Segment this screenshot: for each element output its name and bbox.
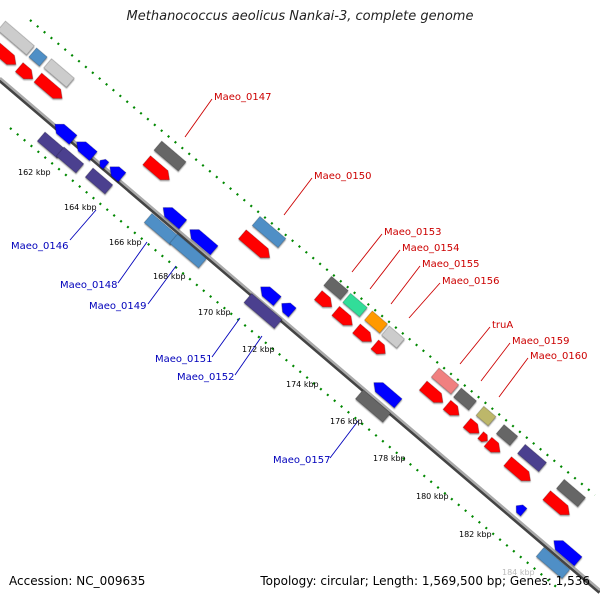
gene-label[interactable]: truA	[492, 320, 513, 331]
gene-label[interactable]: Maeo_0154	[402, 243, 459, 254]
scale-label: 178 kbp	[373, 454, 406, 463]
feature-box[interactable]	[535, 546, 571, 580]
forward-gene-arrow[interactable]	[313, 290, 335, 312]
reverse-gene-arrow[interactable]	[513, 502, 528, 517]
inner-tick-track	[9, 127, 561, 591]
feature-box[interactable]	[517, 443, 547, 473]
feature-box[interactable]	[169, 233, 207, 269]
outer-tick-track	[29, 19, 596, 496]
feature-box[interactable]	[364, 310, 388, 334]
reverse-gene-arrow[interactable]	[550, 536, 583, 567]
scale-label: 168 kbp	[153, 272, 186, 281]
gene-label[interactable]: Maeo_0152	[177, 372, 234, 383]
forward-leaders	[184, 98, 529, 398]
gene-label[interactable]: Maeo_0146	[11, 241, 68, 252]
reverse-gene-arrow[interactable]	[257, 282, 282, 307]
feature-box[interactable]	[342, 292, 368, 318]
forward-gene-arrow[interactable]	[14, 62, 36, 84]
reverse-gene-arrow[interactable]	[73, 137, 98, 162]
forward-gene-arrow[interactable]	[237, 229, 273, 263]
forward-gene-arrow[interactable]	[542, 490, 574, 520]
scale-label: 166 kbp	[109, 238, 142, 247]
gene-label[interactable]: Maeo_0156	[442, 276, 499, 287]
gene-label[interactable]: Maeo_0155	[422, 259, 479, 270]
scale-label: 176 kbp	[330, 417, 363, 426]
scale-label: 174 kbp	[286, 380, 319, 389]
scale-label: 184 kbp	[502, 568, 535, 577]
forward-gene-arrow[interactable]	[462, 417, 483, 438]
forward-gene-arrow[interactable]	[0, 42, 20, 69]
reverse-gene-arrow[interactable]	[97, 157, 110, 170]
forward-gene-arrow[interactable]	[352, 323, 375, 346]
reverse-gene-arrow[interactable]	[159, 203, 188, 230]
gene-label[interactable]: Maeo_0150	[314, 171, 371, 182]
forward-gene-arrow[interactable]	[483, 436, 504, 457]
feature-box[interactable]	[0, 20, 35, 56]
scale-label: 170 kbp	[198, 308, 231, 317]
scale-label: 172 kbp	[242, 345, 275, 354]
reverse-gene-arrow[interactable]	[370, 378, 403, 409]
forward-gene-arrow[interactable]	[33, 72, 66, 103]
feature-box[interactable]	[354, 389, 392, 423]
forward-gene-arrow[interactable]	[142, 155, 174, 185]
scale-label: 162 kbp	[18, 168, 51, 177]
reverse-leaders	[69, 209, 359, 459]
reverse-gene-arrow[interactable]	[51, 120, 78, 145]
feature-box[interactable]	[453, 387, 477, 411]
reverse-gene-arrow[interactable]	[186, 225, 219, 256]
feature-box[interactable]	[495, 424, 519, 446]
gene-label[interactable]: Maeo_0147	[214, 92, 271, 103]
gene-label[interactable]: Maeo_0151	[155, 354, 212, 365]
feature-box[interactable]	[475, 405, 497, 427]
forward-gene-arrow[interactable]	[503, 456, 535, 486]
forward-gene-arrow[interactable]	[418, 380, 447, 407]
gene-label[interactable]: Maeo_0153	[384, 227, 441, 238]
genome-info-text: Topology: circular; Length: 1,569,500 bp…	[260, 574, 590, 588]
reverse-gene-arrow[interactable]	[106, 162, 127, 183]
feature-box[interactable]	[84, 167, 114, 195]
feature-box[interactable]	[430, 367, 460, 395]
feature-group	[0, 20, 586, 580]
feature-box[interactable]	[381, 325, 405, 349]
feature-box[interactable]	[556, 478, 586, 508]
accession-text: Accession: NC_009635	[9, 574, 146, 588]
gene-label[interactable]: Maeo_0157	[273, 455, 330, 466]
gene-label[interactable]: Maeo_0159	[512, 336, 569, 347]
gene-label[interactable]: Maeo_0149	[89, 301, 146, 312]
feature-box[interactable]	[43, 58, 75, 88]
forward-gene-arrow[interactable]	[477, 431, 491, 445]
reverse-gene-arrow[interactable]	[278, 299, 297, 318]
forward-gene-arrow[interactable]	[370, 339, 389, 358]
feature-box[interactable]	[323, 275, 349, 301]
scale-label: 182 kbp	[459, 530, 492, 539]
forward-gene-arrow[interactable]	[442, 399, 463, 420]
map-title: Methanococcus aeolicus Nankai-3, complet…	[126, 9, 474, 24]
feature-box[interactable]	[55, 146, 85, 174]
feature-box[interactable]	[251, 215, 287, 249]
feature-box[interactable]	[153, 140, 187, 172]
feature-box[interactable]	[28, 47, 48, 67]
gene-label[interactable]: Maeo_0160	[530, 351, 587, 362]
scale-label: 180 kbp	[416, 492, 449, 501]
forward-gene-arrow[interactable]	[331, 305, 357, 329]
gene-label[interactable]: Maeo_0148	[60, 280, 117, 291]
scale-label: 164 kbp	[64, 203, 97, 212]
feature-box[interactable]	[243, 293, 283, 329]
